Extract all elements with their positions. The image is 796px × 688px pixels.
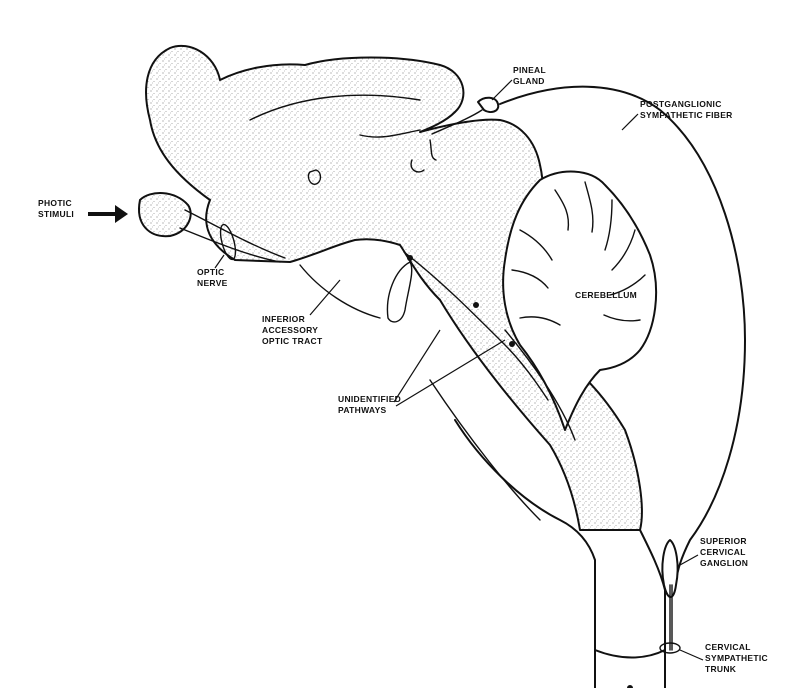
svg-text:SYMPATHETIC: SYMPATHETIC <box>705 653 768 663</box>
label-optic-nerve: OPTIC NERVE <box>197 255 228 288</box>
svg-text:INFERIOR: INFERIOR <box>262 314 305 324</box>
svg-text:TRUNK: TRUNK <box>705 664 737 674</box>
pathway-node-3 <box>509 341 515 347</box>
svg-text:PATHWAYS: PATHWAYS <box>338 405 387 415</box>
svg-text:PHOTIC: PHOTIC <box>38 198 72 208</box>
svg-text:UNIDENTIFIED: UNIDENTIFIED <box>338 394 401 404</box>
svg-text:GLAND: GLAND <box>513 76 545 86</box>
svg-text:CERVICAL: CERVICAL <box>705 642 751 652</box>
svg-text:PINEAL: PINEAL <box>513 65 546 75</box>
svg-text:ACCESSORY: ACCESSORY <box>262 325 318 335</box>
label-pineal-gland: PINEAL GLAND <box>492 65 546 100</box>
label-cervical-sympathetic-trunk: CERVICAL SYMPATHETIC TRUNK <box>680 642 768 674</box>
pathway-node-2 <box>473 302 479 308</box>
svg-text:OPTIC TRACT: OPTIC TRACT <box>262 336 323 346</box>
label-photic-stimuli: PHOTIC STIMULI <box>38 198 74 219</box>
spinal-cord-right <box>640 530 665 688</box>
accessory-tract-line <box>300 265 380 318</box>
photic-arrow-icon <box>88 205 128 223</box>
label-cerebellum: CEREBELLUM <box>575 290 637 300</box>
accessory-tract-body <box>387 262 411 322</box>
svg-text:SYMPATHETIC FIBER: SYMPATHETIC FIBER <box>640 110 733 120</box>
pathway-node-1 <box>407 255 413 261</box>
svg-text:CEREBELLUM: CEREBELLUM <box>575 290 637 300</box>
svg-text:CERVICAL: CERVICAL <box>700 547 746 557</box>
svg-text:GANGLION: GANGLION <box>700 558 748 568</box>
svg-text:STIMULI: STIMULI <box>38 209 74 219</box>
svg-text:SUPERIOR: SUPERIOR <box>700 536 747 546</box>
svg-text:NERVE: NERVE <box>197 278 228 288</box>
svg-text:OPTIC: OPTIC <box>197 267 224 277</box>
svg-text:POSTGANGLIONIC: POSTGANGLIONIC <box>640 99 722 109</box>
label-inferior-accessory-optic-tract: INFERIOR ACCESSORY OPTIC TRACT <box>262 280 340 346</box>
spinal-cord-base <box>595 650 665 658</box>
